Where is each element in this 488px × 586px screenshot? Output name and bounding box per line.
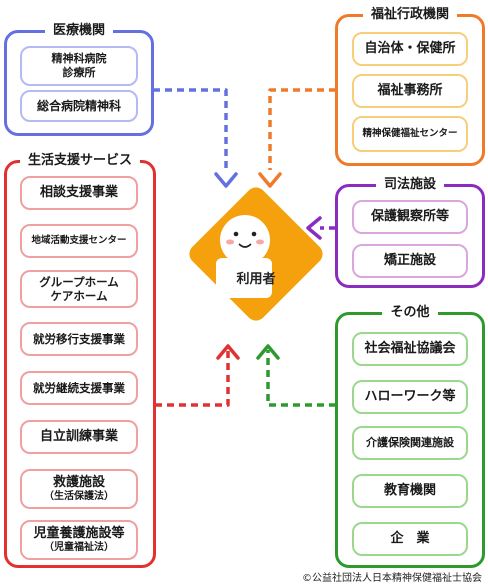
user-label: 利用者 bbox=[236, 272, 276, 287]
item-label: 自立訓練事業 bbox=[39, 428, 118, 444]
judicial-arrowhead bbox=[306, 216, 322, 240]
item-label: 精神保健福祉センター bbox=[362, 128, 458, 140]
admin-connector bbox=[268, 88, 336, 170]
life-item-community-center: 地域活動支援センター bbox=[20, 224, 138, 258]
life-arrowhead bbox=[216, 344, 240, 360]
item-label: 地域活動支援センター bbox=[31, 235, 127, 247]
other-item-company: 企 業 bbox=[352, 522, 468, 556]
item-label: 介護保険関連施設 bbox=[366, 436, 454, 450]
admin-group-title: 福祉行政機関 bbox=[338, 6, 482, 24]
copyright-notice: ©公益社団法人日本精神保健福祉士協会 bbox=[302, 573, 482, 584]
item-label: 就労継続支援事業 bbox=[33, 380, 125, 395]
life-item-employment-continuation: 就労継続支援事業 bbox=[20, 371, 138, 405]
life-item-consultation: 相談支援事業 bbox=[20, 176, 138, 210]
admin-item-municipality: 自治体・保健所 bbox=[352, 32, 468, 66]
other-item-social-welfare-council: 社会福祉協議会 bbox=[352, 332, 468, 366]
admin-item-welfare-office: 福祉事務所 bbox=[352, 74, 468, 108]
item-label: 自治体・保健所 bbox=[364, 40, 456, 56]
other-item-care-insurance: 介護保険関連施設 bbox=[352, 426, 468, 460]
item-sublabel: （生活保護法） bbox=[44, 491, 114, 503]
life-support-group-title: 生活支援サービス bbox=[7, 152, 153, 170]
item-label: 就労移行支援事業 bbox=[33, 331, 125, 346]
other-arrowhead bbox=[256, 344, 280, 360]
judicial-item-probation-office: 保護観察所等 bbox=[352, 200, 468, 234]
item-label: 保護観察所等 bbox=[370, 208, 449, 224]
medical-connector bbox=[153, 88, 228, 170]
judicial-item-correctional-facility: 矯正施設 bbox=[352, 244, 468, 278]
other-group-title: その他 bbox=[338, 304, 482, 322]
item-label: 総合病院精神科 bbox=[36, 98, 121, 113]
medical-item-psychiatric-hospital: 精神科病院 診療所 bbox=[20, 46, 138, 86]
life-item-relief-facility: 救護施設 （生活保護法） bbox=[20, 469, 138, 509]
judicial-group-title: 司法施設 bbox=[338, 176, 482, 194]
item-label: 矯正施設 bbox=[383, 252, 436, 268]
item-label: グループホーム ケアホーム bbox=[39, 274, 119, 303]
item-label: 相談支援事業 bbox=[39, 184, 118, 200]
life-connector bbox=[155, 350, 230, 407]
admin-item-mental-health-center: 精神保健福祉センター bbox=[352, 116, 468, 152]
life-item-child-care-facility: 児童養護施設等 （児童福祉法） bbox=[20, 520, 138, 560]
life-item-group-home: グループホーム ケアホーム bbox=[20, 270, 138, 308]
life-item-independence-training: 自立訓練事業 bbox=[20, 420, 138, 454]
item-label: 救護施設 bbox=[52, 474, 105, 490]
item-label: ハローワーク等 bbox=[364, 388, 456, 404]
item-sublabel: （児童福祉法） bbox=[44, 542, 114, 554]
other-item-hello-work: ハローワーク等 bbox=[352, 380, 468, 414]
medical-group-title: 医療機関 bbox=[7, 22, 151, 40]
item-label: 福祉事務所 bbox=[377, 82, 443, 98]
item-label: 社会福祉協議会 bbox=[364, 340, 456, 356]
other-item-educational-institution: 教育機関 bbox=[352, 474, 468, 508]
medical-arrowhead bbox=[214, 172, 238, 188]
admin-arrowhead bbox=[258, 172, 282, 188]
life-item-employment-transition: 就労移行支援事業 bbox=[20, 322, 138, 356]
medical-item-general-hospital: 総合病院精神科 bbox=[20, 90, 138, 122]
item-label: 教育機関 bbox=[383, 482, 436, 498]
item-label: 児童養護施設等 bbox=[33, 525, 125, 541]
item-label: 精神科病院 診療所 bbox=[51, 52, 107, 79]
item-label: 企 業 bbox=[390, 530, 430, 546]
